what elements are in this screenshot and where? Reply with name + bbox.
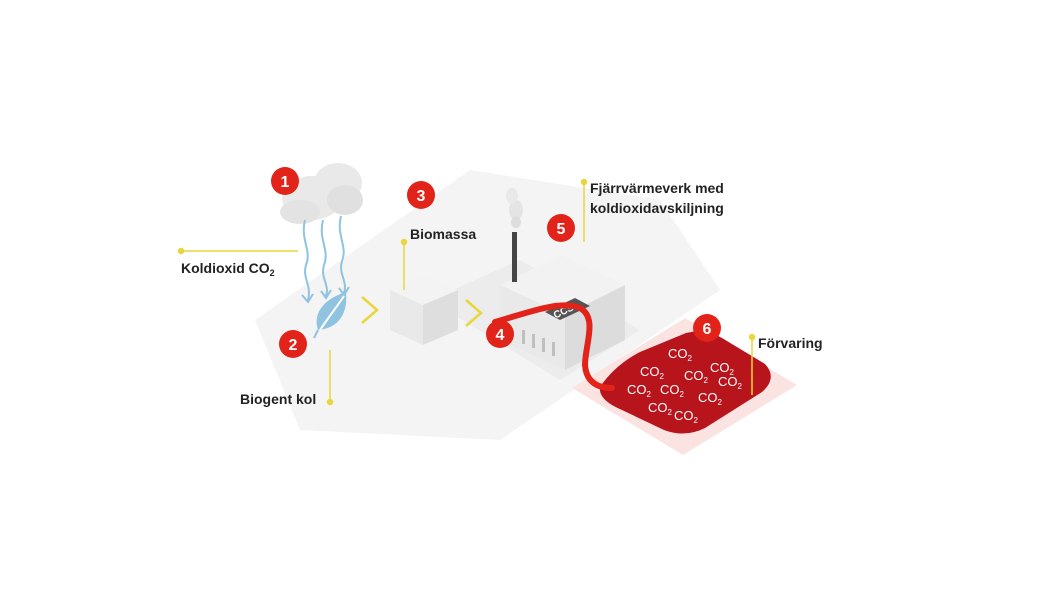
co2-marker: CO2 xyxy=(674,408,699,425)
step-badge-5: 5 xyxy=(547,214,575,242)
leaf-icon xyxy=(313,292,347,339)
biogent-kol-label: Biogent kol xyxy=(240,391,317,407)
step-badge-4: 4 xyxy=(486,320,514,348)
co2-pipe xyxy=(492,302,615,391)
co2-marker: CO2 xyxy=(684,368,709,385)
chevron-right-icon xyxy=(465,299,483,327)
svg-text:1: 1 xyxy=(281,174,290,191)
svg-text:6: 6 xyxy=(703,321,712,338)
step-badge-1: 1 xyxy=(271,167,299,195)
biomass-cube xyxy=(390,275,458,345)
svg-text:3: 3 xyxy=(417,188,426,205)
forvaring-label: Förvaring xyxy=(758,335,823,351)
svg-text:5: 5 xyxy=(557,221,566,238)
step-badge-2: 2 xyxy=(279,330,307,358)
koldioxid-label: Koldioxid CO2 xyxy=(181,260,275,278)
co2-marker: CO2 xyxy=(648,400,673,417)
co2-absorption-arrows xyxy=(301,215,350,304)
step-badge-3: 3 xyxy=(407,181,435,209)
co2-marker: CO2 xyxy=(710,360,735,377)
fjarrvarmeverk-label-line1: Fjärrvärmeverk med xyxy=(590,180,724,196)
svg-text:4: 4 xyxy=(496,327,505,344)
svg-text:2: 2 xyxy=(289,337,298,354)
co2-marker: CO2 xyxy=(660,382,685,399)
co2-marker: CO2 xyxy=(698,390,723,407)
fjarrvarmeverk-label-line2: koldioxidavskiljning xyxy=(590,200,724,216)
chevron-right-icon xyxy=(361,296,379,324)
ccs-unit xyxy=(545,298,590,320)
biomassa-label: Biomassa xyxy=(410,226,477,242)
co2-marker: CO2 xyxy=(668,346,693,363)
step-badge-6: 6 xyxy=(693,314,721,342)
co2-marker: CO2 xyxy=(640,364,665,381)
leader-lines xyxy=(177,178,756,406)
factory-building: CCS xyxy=(500,188,625,370)
co2-marker: CO2 xyxy=(718,374,743,391)
co2-marker: CO2 xyxy=(627,382,652,399)
storage-area xyxy=(599,331,771,434)
